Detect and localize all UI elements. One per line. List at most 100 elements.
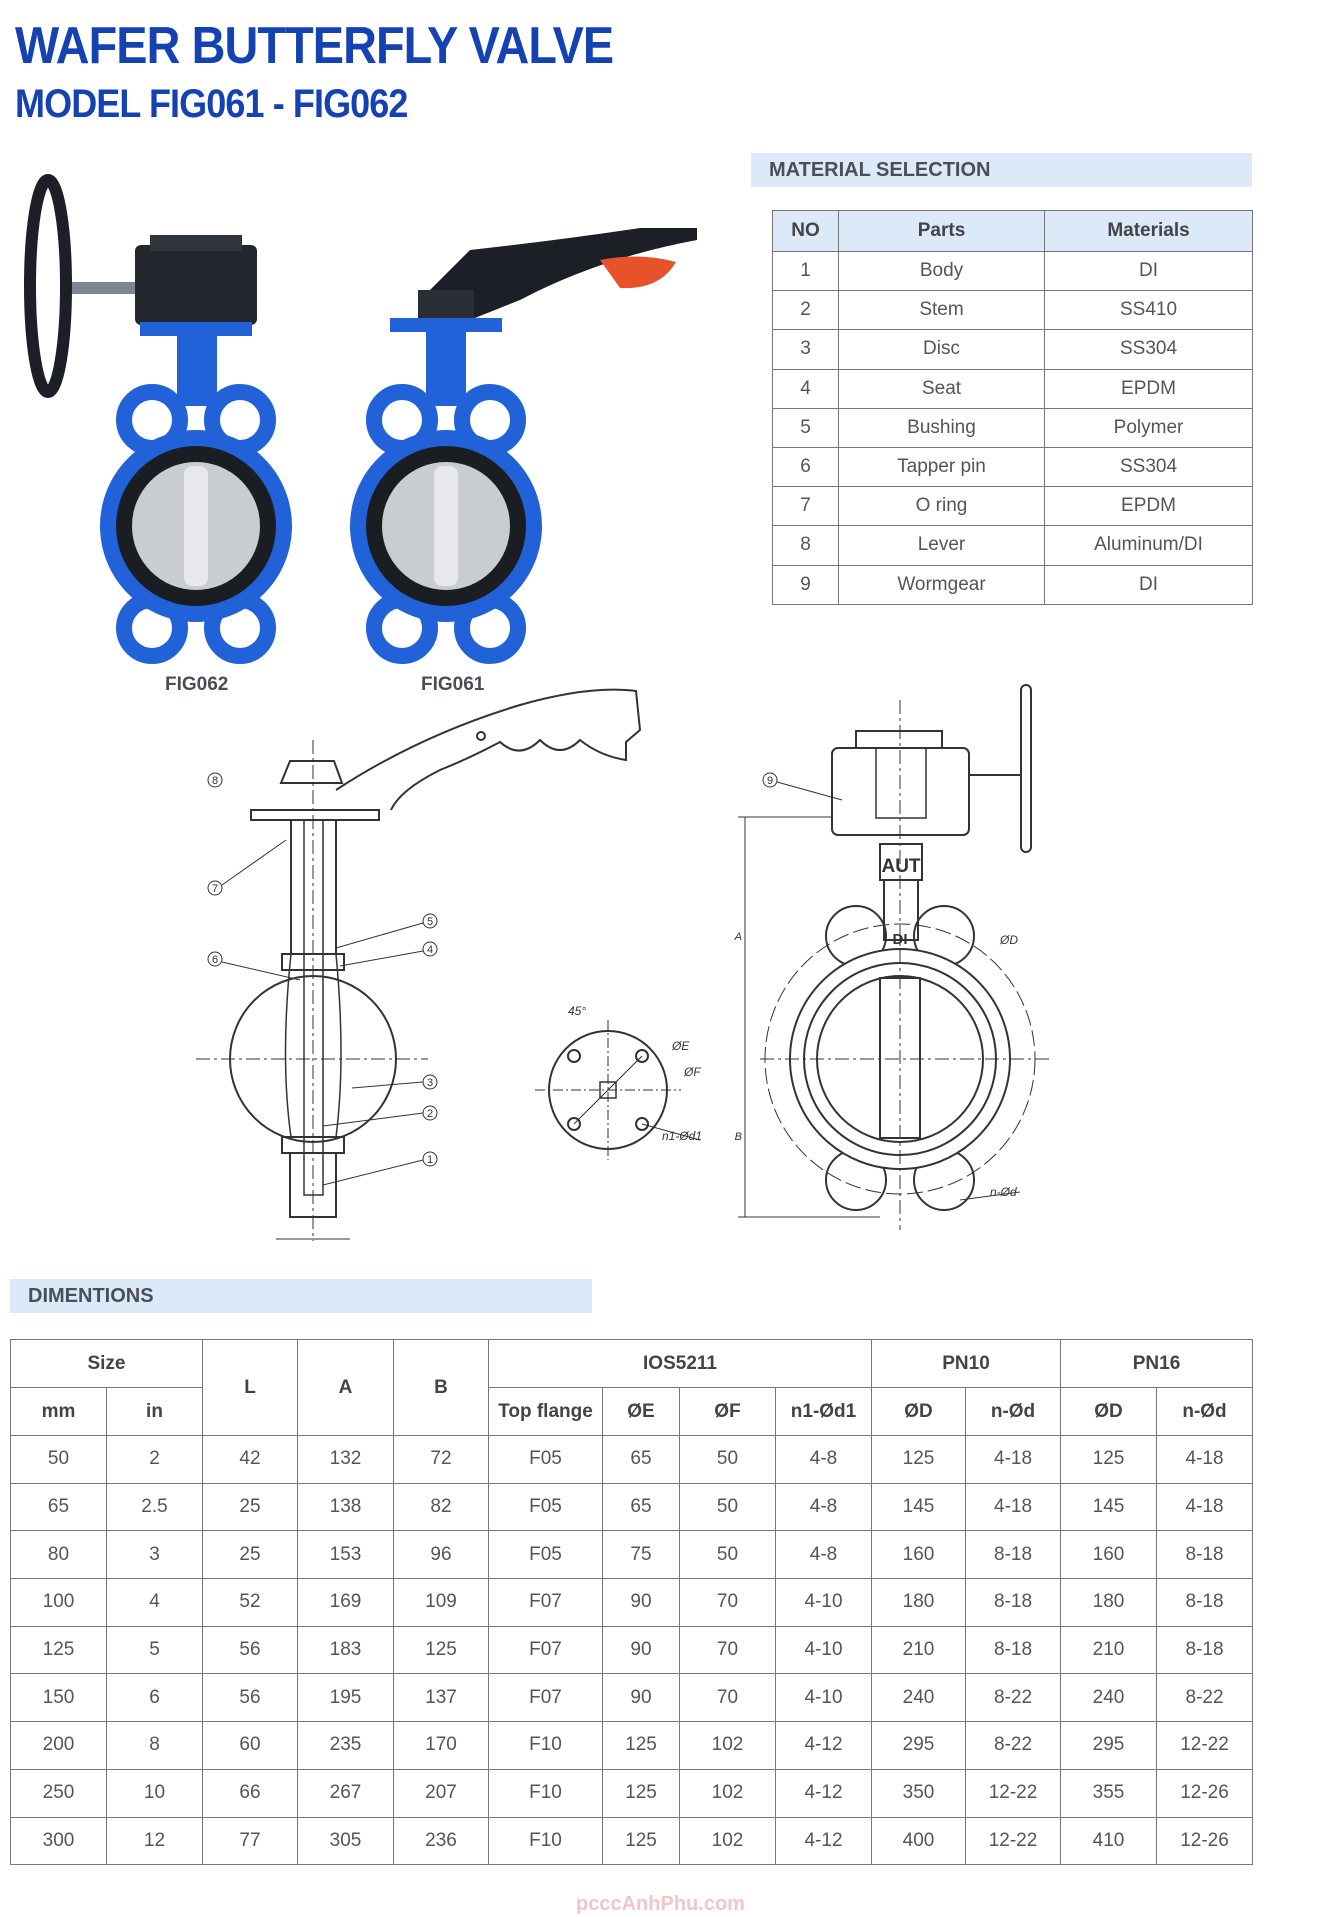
flange-n1d1-label: n1-Ød1 xyxy=(662,1129,702,1143)
dimension-cell: 109 xyxy=(393,1578,489,1627)
material-cell: 5 xyxy=(772,407,839,448)
watermark: pcccAnhPhu.com xyxy=(576,1893,745,1915)
dimension-cell: 153 xyxy=(297,1530,394,1580)
callout-4: 4 xyxy=(339,941,438,967)
material-cell: Bushing xyxy=(838,407,1045,448)
material-cell: 1 xyxy=(772,250,839,292)
body-d-label: ØD xyxy=(999,933,1018,947)
dimension-cell: 236 xyxy=(393,1816,489,1866)
dimension-cell: 65 xyxy=(602,1435,680,1484)
callout-3: 3 xyxy=(351,1074,438,1090)
dimension-cell: 50 xyxy=(679,1530,776,1580)
sub-header: n1-Ød1 xyxy=(774,1387,873,1436)
sub-header: ØD xyxy=(1060,1387,1158,1436)
dimension-cell: F10 xyxy=(488,1816,603,1866)
material-selection-heading: MATERIAL SELECTION xyxy=(751,153,1252,187)
column-header-no: NO xyxy=(772,210,839,252)
dimension-cell: 4-12 xyxy=(774,1816,873,1866)
dimension-b-label: B xyxy=(735,1131,742,1143)
material-cell: Body xyxy=(838,250,1045,292)
header-size: Size xyxy=(10,1339,203,1388)
dimension-cell: 77 xyxy=(202,1816,298,1866)
dimension-cell: 2 xyxy=(106,1435,203,1484)
sub-header: ØE xyxy=(602,1387,680,1436)
dimension-cell: 300 xyxy=(10,1816,107,1866)
dimension-cell: 240 xyxy=(871,1673,967,1723)
dimension-cell: 400 xyxy=(871,1816,967,1866)
material-cell: EPDM xyxy=(1044,368,1253,409)
dimension-cell: 207 xyxy=(393,1768,489,1818)
dimension-cell: 4-12 xyxy=(774,1768,873,1818)
callout-6: 6 xyxy=(207,951,301,981)
dimension-cell: F07 xyxy=(488,1625,603,1675)
svg-text:4: 4 xyxy=(427,944,433,956)
dimension-cell: 60 xyxy=(202,1721,298,1770)
dimension-cell: 8 xyxy=(106,1721,203,1770)
dimension-cell: 102 xyxy=(679,1816,776,1866)
dimension-cell: 137 xyxy=(393,1673,489,1723)
dimension-cell: 70 xyxy=(679,1578,776,1627)
material-cell: 8 xyxy=(772,525,839,566)
dimension-cell: 210 xyxy=(1060,1625,1158,1675)
dimension-cell: 72 xyxy=(393,1435,489,1484)
dimension-cell: 160 xyxy=(1060,1530,1158,1580)
sub-header: in xyxy=(106,1387,203,1436)
material-cell: EPDM xyxy=(1044,486,1253,527)
dimension-cell: 8-18 xyxy=(965,1530,1062,1580)
flange-angle-label: 45° xyxy=(568,1004,586,1018)
dimension-cell: 125 xyxy=(602,1816,680,1866)
dimension-cell: 4-10 xyxy=(774,1673,873,1723)
dimension-cell: 125 xyxy=(10,1625,107,1675)
material-cell: Stem xyxy=(838,290,1045,331)
sub-header: ØF xyxy=(679,1387,776,1436)
dimension-cell: 125 xyxy=(602,1768,680,1818)
dimension-cell: 52 xyxy=(202,1578,298,1627)
material-cell: O ring xyxy=(838,486,1045,527)
dimension-cell: 12-26 xyxy=(1156,1768,1254,1818)
dimension-cell: 50 xyxy=(679,1482,776,1532)
callout-1: 1 xyxy=(322,1151,438,1186)
dimension-cell: 50 xyxy=(10,1435,107,1484)
sub-header: ØD xyxy=(871,1387,967,1436)
dimension-cell: 8-22 xyxy=(1156,1673,1254,1723)
dimension-cell: 65 xyxy=(10,1482,107,1532)
callout-7: 7 xyxy=(207,839,287,896)
svg-text:7: 7 xyxy=(212,883,218,895)
header-b: B xyxy=(393,1339,489,1436)
material-cell: Aluminum/DI xyxy=(1044,525,1253,566)
dimension-cell: 235 xyxy=(297,1721,394,1770)
dimension-cell: 75 xyxy=(602,1530,680,1580)
dimension-cell: F05 xyxy=(488,1530,603,1580)
dimension-cell: 4 xyxy=(106,1578,203,1627)
dimension-cell: 25 xyxy=(202,1530,298,1580)
dimension-cell: 8-22 xyxy=(965,1721,1062,1770)
dimension-cell: 3 xyxy=(106,1530,203,1580)
dimension-cell: 8-18 xyxy=(1156,1578,1254,1627)
fig062-valve-photo xyxy=(24,174,292,664)
dimension-cell: 4-8 xyxy=(774,1482,873,1532)
dimension-cell: 25 xyxy=(202,1482,298,1532)
dimension-cell: 8-22 xyxy=(965,1673,1062,1723)
dimension-cell: 12-22 xyxy=(965,1816,1062,1866)
dimension-cell: 90 xyxy=(602,1625,680,1675)
page-title: WAFER BUTTERFLY VALVE xyxy=(15,17,614,75)
svg-text:5: 5 xyxy=(427,916,433,928)
dimension-cell: 180 xyxy=(1060,1578,1158,1627)
dimension-cell: 5 xyxy=(106,1625,203,1675)
material-cell: Tapper pin xyxy=(838,446,1045,488)
material-cell: SS304 xyxy=(1044,446,1253,488)
header-a: A xyxy=(297,1339,394,1436)
fig061-caption: FIG061 xyxy=(421,674,485,695)
dimension-cell: 200 xyxy=(10,1721,107,1770)
svg-text:2: 2 xyxy=(427,1108,433,1120)
